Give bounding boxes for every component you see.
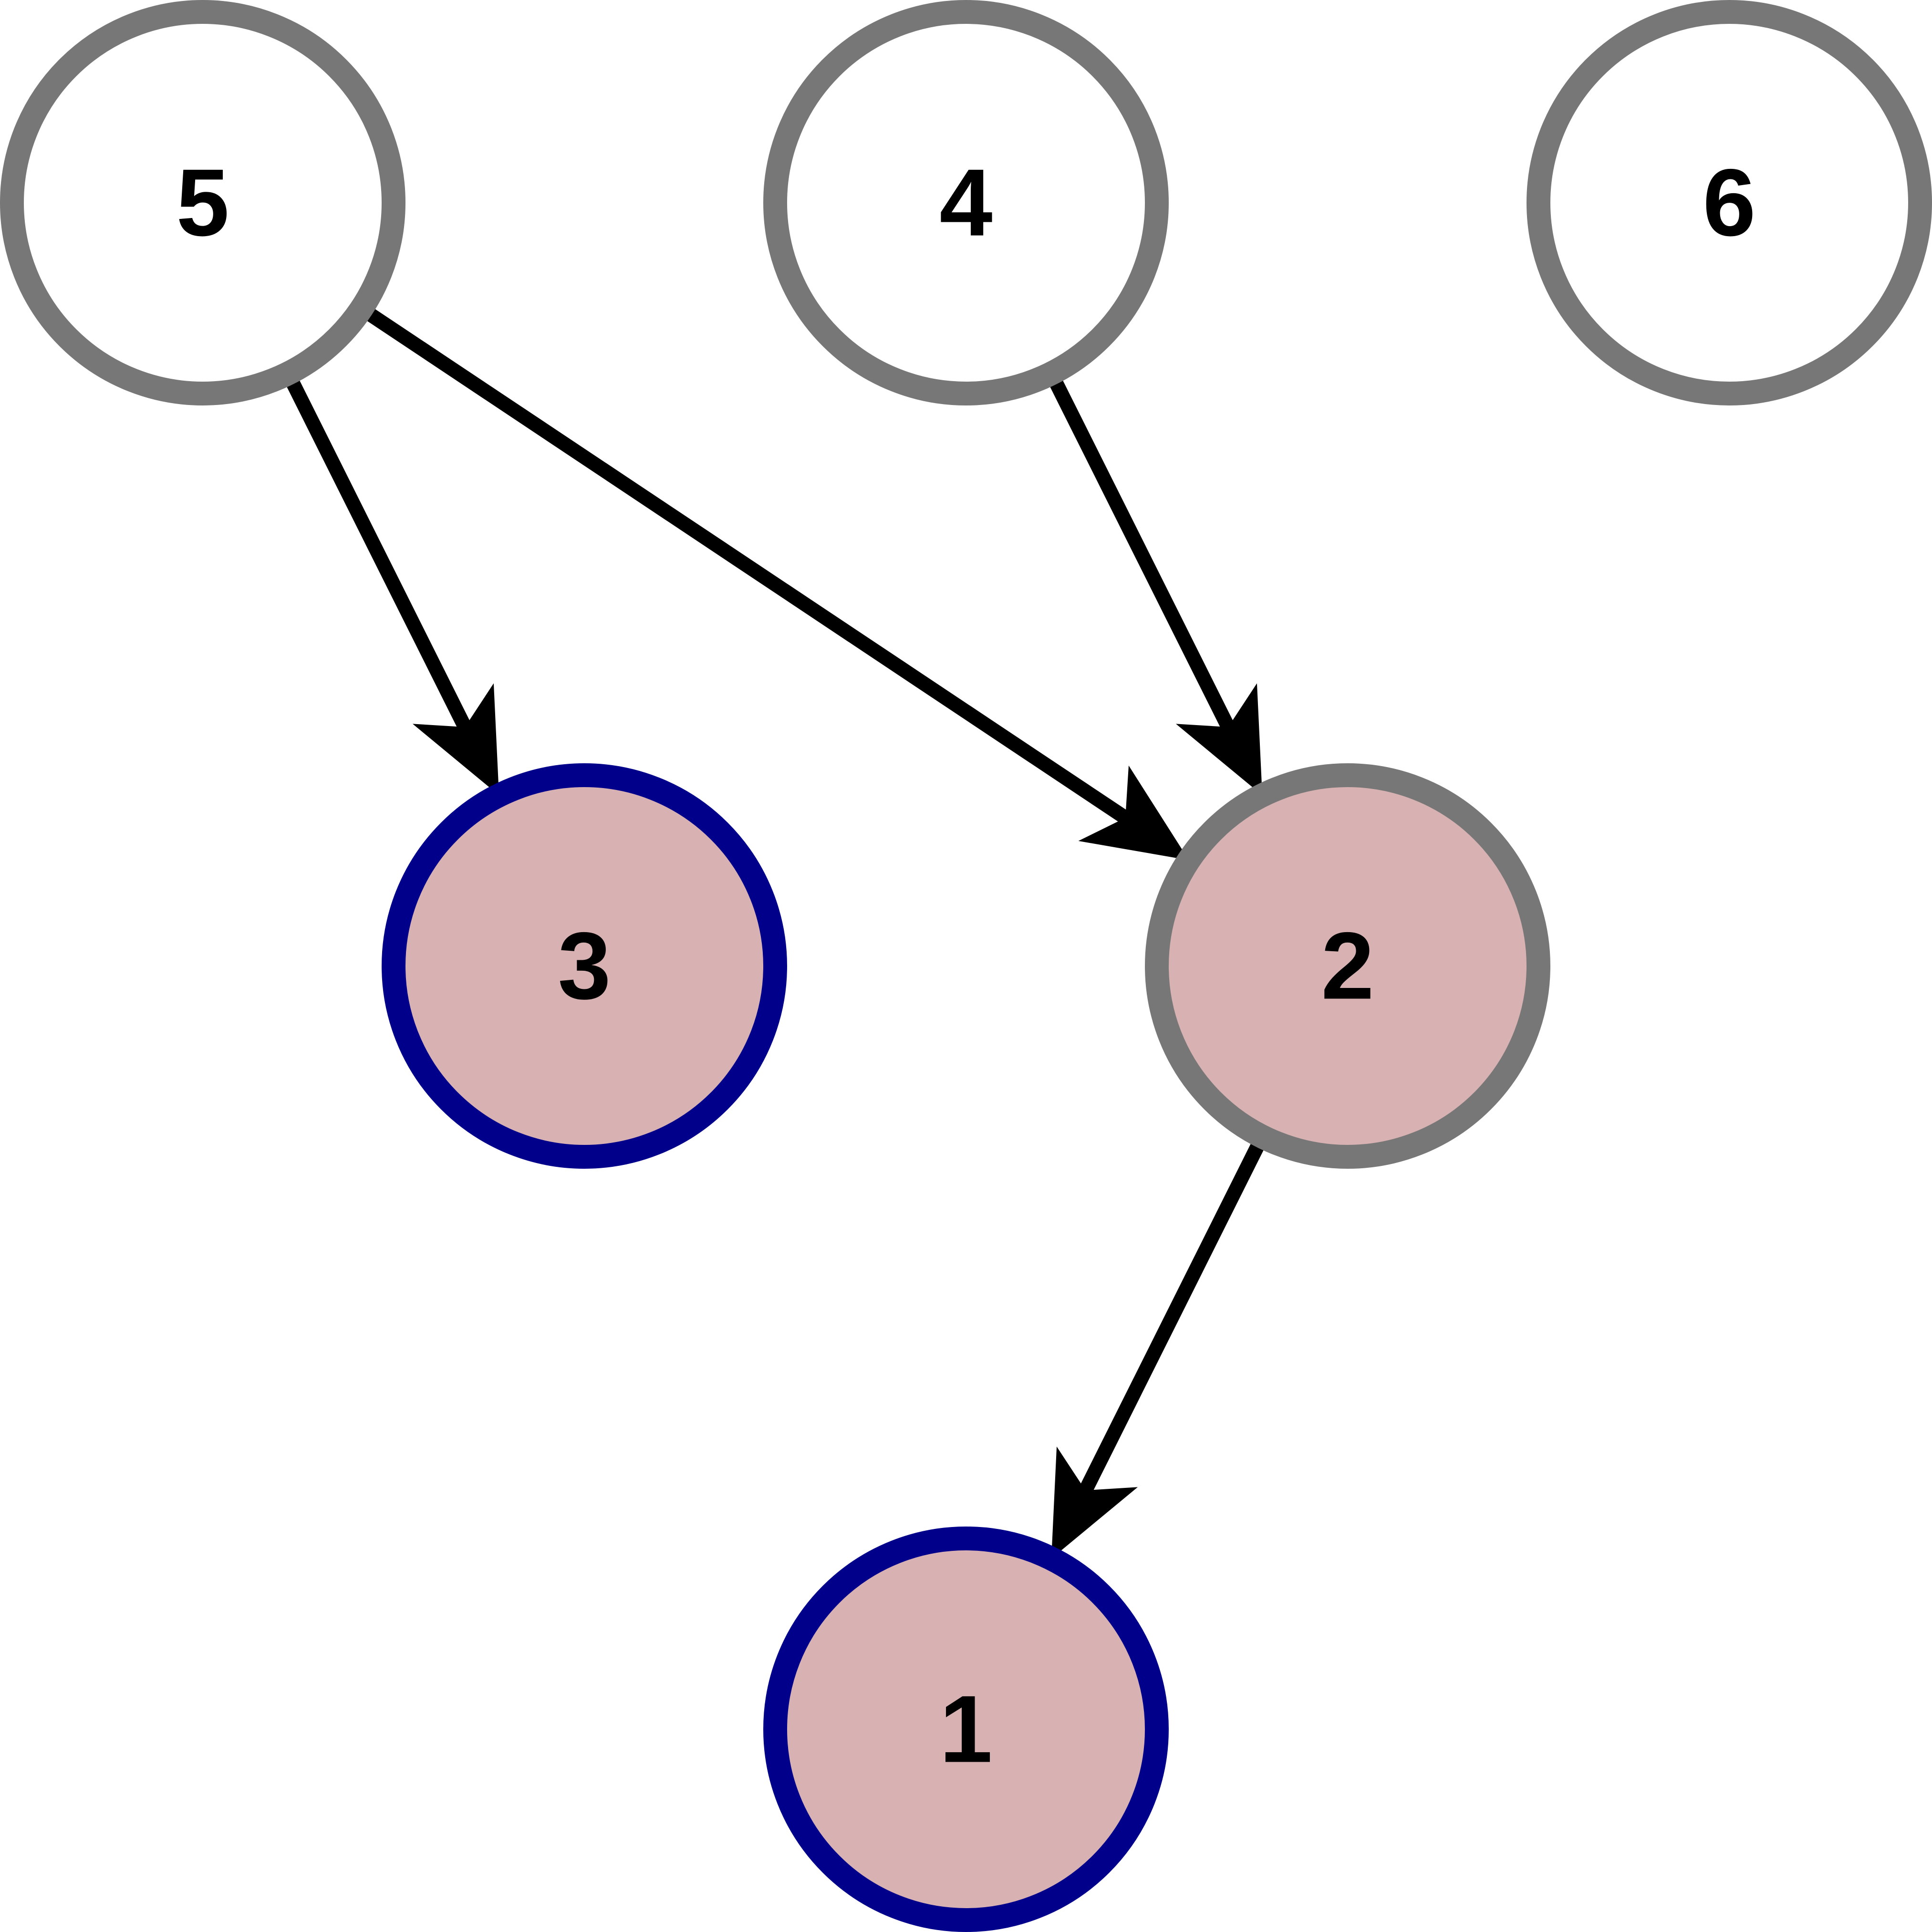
- edge-line: [1048, 376, 1237, 735]
- node-label: 4: [939, 150, 992, 256]
- node-4[interactable]: 4: [763, 0, 1169, 405]
- node-1[interactable]: 1: [763, 1527, 1169, 1932]
- node-label: 3: [558, 913, 611, 1019]
- edge-line: [363, 306, 1133, 827]
- node-circle[interactable]: [763, 1527, 1169, 1932]
- arrowhead-icon: [1176, 683, 1263, 796]
- arrowhead-icon: [1051, 1446, 1138, 1559]
- node-3[interactable]: 3: [382, 763, 787, 1169]
- node-5[interactable]: 5: [0, 0, 405, 405]
- node-circle[interactable]: [1145, 763, 1550, 1169]
- node-circle[interactable]: [0, 0, 405, 405]
- node-label: 6: [1703, 150, 1755, 256]
- node-2[interactable]: 2: [1145, 763, 1550, 1169]
- edge-line: [285, 376, 474, 735]
- node-6[interactable]: 6: [1527, 0, 1932, 405]
- node-circle[interactable]: [382, 763, 787, 1169]
- node-label: 5: [176, 150, 229, 256]
- edge-n2-n1: [1051, 1140, 1266, 1559]
- arrowhead-icon: [1078, 765, 1189, 861]
- node-circle[interactable]: [763, 0, 1169, 405]
- edge-n5-n3: [285, 376, 499, 796]
- node-circle[interactable]: [1527, 0, 1932, 405]
- node-label: 2: [1321, 913, 1374, 1019]
- arrowhead-icon: [413, 683, 499, 796]
- edge-n5-n2: [363, 306, 1189, 861]
- edge-line: [1077, 1140, 1266, 1498]
- edges-layer: [285, 306, 1266, 1559]
- node-label: 1: [939, 1676, 992, 1783]
- edge-n4-n2: [1048, 376, 1263, 796]
